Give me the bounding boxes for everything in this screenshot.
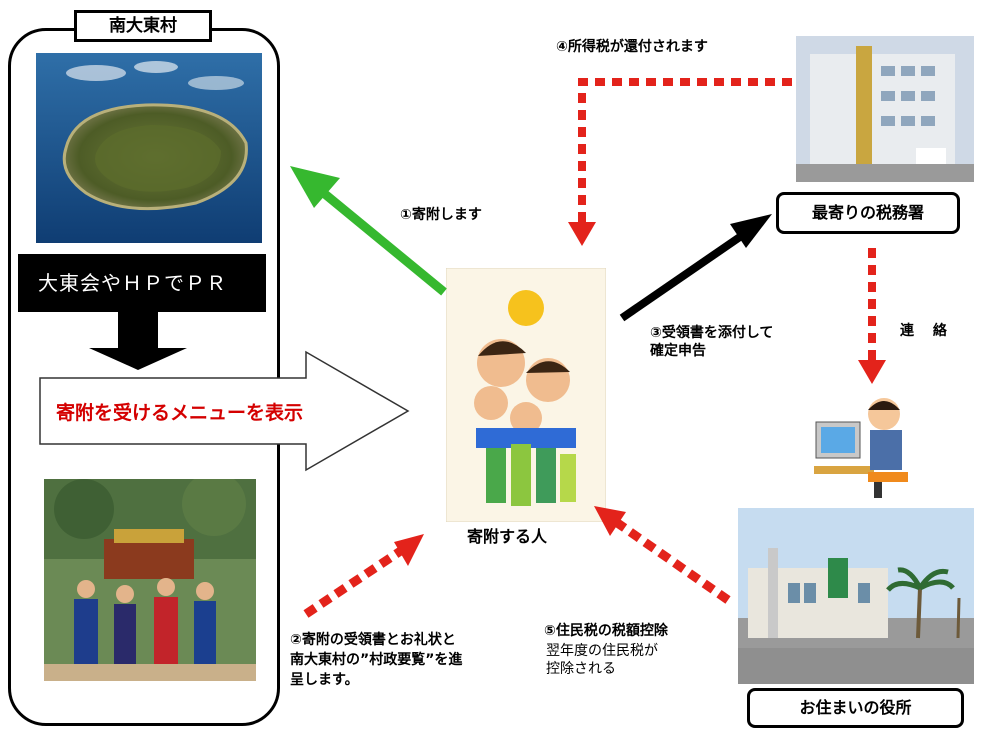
receipt-red-dashed-arrow <box>303 546 405 618</box>
city-hall-label: お住まいの役所 <box>747 688 964 728</box>
step5-detail: 翌年度の住民税が 控除される <box>546 642 658 678</box>
step5-title: ⑤住民税の税額控除 <box>544 623 668 639</box>
tax-return-black-arrow <box>619 226 753 322</box>
island-aerial-photo <box>36 53 262 243</box>
city-hall-photo <box>738 508 974 684</box>
step2-line-1: ②寄附の受領書とお礼状と <box>290 632 456 648</box>
menu-right-arrow <box>39 350 410 472</box>
contact-label: 連 絡 <box>900 323 947 339</box>
donor-label: 寄附する人 <box>467 527 548 546</box>
step3-line-1: ③受領書を添付して <box>650 325 774 341</box>
donor-family-illustration <box>446 268 606 522</box>
refund-red-dashed-arrow <box>578 78 792 222</box>
step5-line-2: 控除される <box>546 661 616 677</box>
pr-banner: 大東会やＨＰでＰＲ <box>18 254 266 312</box>
festival-photo <box>44 479 256 681</box>
donate-green-arrow <box>317 186 447 296</box>
step1-label: ①寄附します <box>400 207 482 223</box>
resident-tax-red-dashed-arrow <box>613 518 731 604</box>
step2-label: ②寄附の受領書とお礼状と 南大東村の”村政要覧”を進 呈します。 <box>290 630 462 690</box>
tax-office-photo <box>796 36 974 182</box>
panel-down-arrow <box>89 312 187 370</box>
step4-label: ④所得税が還付されます <box>556 39 708 55</box>
tax-office-label: 最寄りの税務署 <box>776 192 960 234</box>
computer-worker-illustration <box>814 392 920 500</box>
step2-line-3: 呈します。 <box>290 672 359 688</box>
menu-text: 寄附を受けるメニューを表示 <box>56 402 304 424</box>
step5-line-1: 翌年度の住民税が <box>546 643 658 659</box>
step3-line-2: 確定申告 <box>650 343 706 359</box>
village-title: 南大東村 <box>74 10 212 42</box>
step2-line-2: 南大東村の”村政要覧”を進 <box>290 652 463 668</box>
step3-label: ③受領書を添付して 確定申告 <box>650 324 773 360</box>
